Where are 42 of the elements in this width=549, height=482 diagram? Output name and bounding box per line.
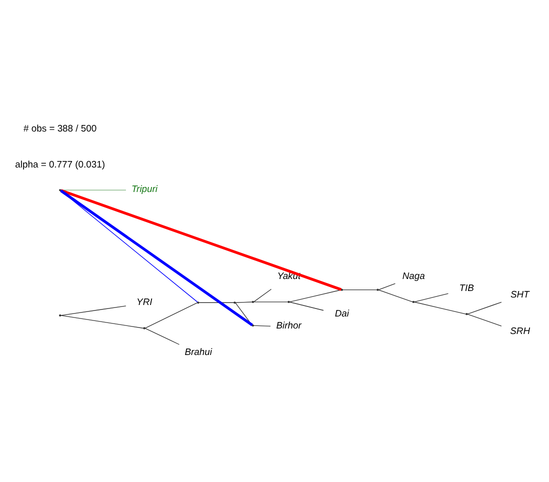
node-point xyxy=(252,324,254,327)
connector xyxy=(414,302,466,314)
connector xyxy=(253,325,271,327)
connector xyxy=(414,293,449,302)
connector xyxy=(235,302,252,303)
connector xyxy=(378,283,396,290)
connector xyxy=(60,306,126,316)
connector xyxy=(289,290,342,302)
node-point xyxy=(288,300,290,304)
node-point xyxy=(197,302,200,304)
connector xyxy=(144,302,198,329)
connector xyxy=(60,190,254,326)
node-point xyxy=(252,300,254,304)
node-text: Dai xyxy=(334,308,349,319)
connector xyxy=(60,190,198,303)
label: alpha = 0.777 (0.031) xyxy=(15,158,106,170)
label: # obs = 388 / 500 xyxy=(24,122,97,134)
connector xyxy=(253,288,272,302)
node-text: SHT xyxy=(510,288,530,300)
node-point xyxy=(466,313,468,316)
node-text: YRI xyxy=(136,296,152,308)
node-text: TIB xyxy=(459,282,474,293)
node-point xyxy=(376,288,379,291)
node-text: SRH xyxy=(510,325,530,336)
connector xyxy=(378,290,414,302)
connector xyxy=(467,314,502,326)
node-text: Brahui xyxy=(184,346,212,357)
connector xyxy=(60,315,144,329)
node-point xyxy=(340,288,343,291)
node-point xyxy=(234,302,236,304)
node-point xyxy=(59,314,62,317)
node-text: Birhor xyxy=(276,320,302,331)
connector xyxy=(467,302,502,314)
node-text: Tripuri xyxy=(132,182,158,194)
connector xyxy=(198,302,234,303)
node-point xyxy=(59,189,62,192)
connector xyxy=(60,189,342,291)
connector xyxy=(289,302,324,311)
node-point xyxy=(143,327,146,330)
node-text: Naga xyxy=(402,270,425,281)
connector xyxy=(144,328,180,345)
node-point xyxy=(412,300,415,304)
